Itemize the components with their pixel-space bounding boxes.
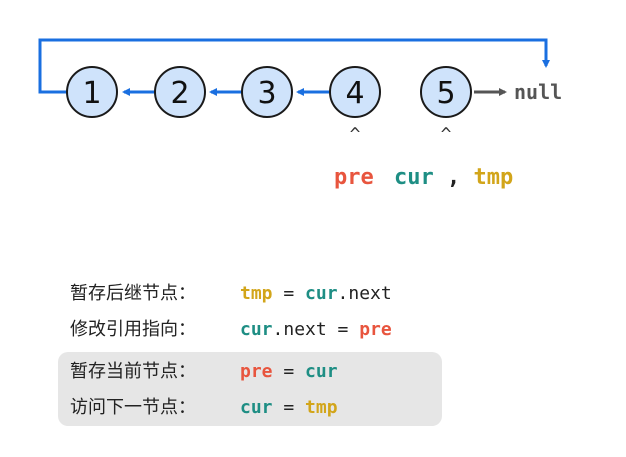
highlight-box xyxy=(58,352,442,426)
step-label: 访问下一节点： xyxy=(70,397,196,418)
step-label: 修改引用指向： xyxy=(70,319,196,340)
caret-under-node-5: ^ xyxy=(441,124,452,145)
step-code: tmp = cur.next xyxy=(240,283,392,304)
step-label: 暂存当前节点： xyxy=(70,361,196,382)
cur-var: cur xyxy=(305,283,338,304)
pointer-comma: , xyxy=(447,165,460,190)
code-text: = xyxy=(273,361,306,382)
cur-var: cur xyxy=(305,361,338,382)
cur-var: cur xyxy=(240,397,273,418)
step-row: 暂存当前节点： pre = cur xyxy=(70,361,338,382)
cur-pointer-label: cur xyxy=(394,165,434,190)
tmp-var: tmp xyxy=(240,283,273,304)
code-text: = xyxy=(273,397,306,418)
node-2: 2 xyxy=(154,66,206,118)
pointer-labels: pre cur , tmp xyxy=(334,165,513,190)
tmp-pointer-label: tmp xyxy=(474,165,514,190)
node-5-value: 5 xyxy=(436,76,455,111)
node-1: 1 xyxy=(66,66,118,118)
cur-var: cur xyxy=(240,319,273,340)
step-code: cur.next = pre xyxy=(240,319,392,340)
node-3-value: 3 xyxy=(257,76,276,111)
step-row: 暂存后继节点： tmp = cur.next xyxy=(70,283,392,304)
step-row: 修改引用指向： cur.next = pre xyxy=(70,319,392,340)
code-text: = xyxy=(273,283,306,304)
node-3: 3 xyxy=(241,66,293,118)
step-code: cur = tmp xyxy=(240,397,338,418)
step-code: pre = cur xyxy=(240,361,338,382)
step-label: 暂存后继节点： xyxy=(70,283,196,304)
null-label: null xyxy=(514,80,562,104)
node-5: 5 xyxy=(420,66,472,118)
tmp-var: tmp xyxy=(305,397,338,418)
node-4-value: 4 xyxy=(345,76,364,111)
pre-var: pre xyxy=(240,361,273,382)
pre-var: pre xyxy=(359,319,392,340)
step-row: 访问下一节点： cur = tmp xyxy=(70,397,338,418)
node-2-value: 2 xyxy=(170,76,189,111)
pre-pointer-label: pre xyxy=(334,165,374,190)
caret-under-node-4: ^ xyxy=(350,124,361,145)
node-1-value: 1 xyxy=(82,76,101,111)
node-4: 4 xyxy=(329,66,381,118)
code-text: .next xyxy=(338,283,392,304)
code-text: .next = xyxy=(273,319,360,340)
loop-link xyxy=(38,38,550,94)
